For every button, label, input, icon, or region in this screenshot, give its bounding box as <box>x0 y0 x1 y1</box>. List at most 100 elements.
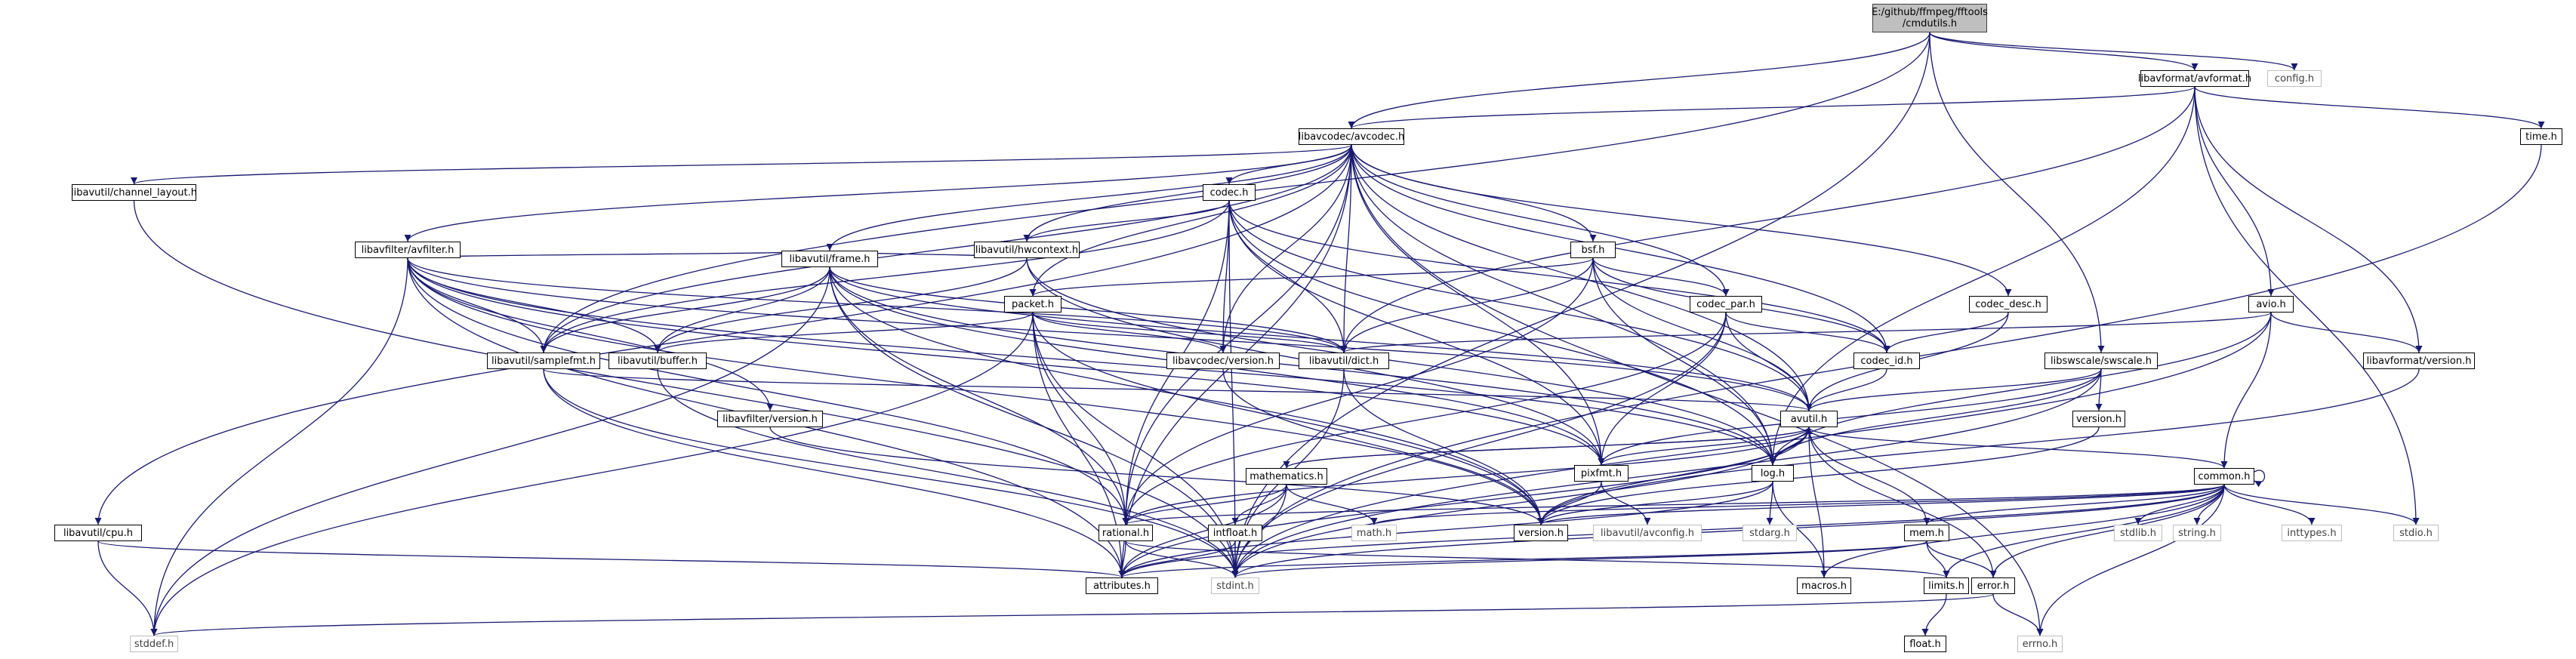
edge-buffer-to-stdint <box>657 368 1239 578</box>
node-intfloat[interactable]: intfloat.h <box>1208 525 1262 541</box>
edge-packet-to-version <box>1032 312 1545 525</box>
node-common[interactable]: common.h <box>2194 468 2254 485</box>
edge-bsf-to-codec-par <box>1592 257 1730 297</box>
node-avconfig: libavutil/avconfig.h <box>1593 525 1702 541</box>
node-codec[interactable]: codec.h <box>1203 184 1256 201</box>
edge-avcodec-to-log <box>1351 144 1776 466</box>
node-avcodec-version[interactable]: libavcodec/version.h <box>1166 353 1280 369</box>
node-swscale[interactable]: libswscale/swscale.h <box>2044 353 2158 369</box>
edge-avutil-to-pixfmt <box>1598 427 1810 466</box>
edge-avfilter-version-to-version <box>769 427 1545 525</box>
node-samplefmt[interactable]: libavutil/samplefmt.h <box>487 353 600 369</box>
node-mathematics[interactable]: mathematics.h <box>1246 468 1327 485</box>
node-rational[interactable]: rational.h <box>1098 525 1153 541</box>
node-avio[interactable]: avio.h <box>2248 296 2294 313</box>
node-avformat-version[interactable]: libavformat/version.h <box>2363 353 2475 369</box>
node-avformat[interactable]: libavformat/avformat.h <box>2138 70 2251 87</box>
edge-pixfmt-to-avconfig <box>1601 481 1651 525</box>
edge-avutil-to-common <box>1808 427 2228 469</box>
node-dict[interactable]: libavutil/dict.h <box>1299 353 1389 369</box>
edge-error-to-errno <box>1992 593 2044 636</box>
node-version[interactable]: version.h <box>1514 525 1568 541</box>
edge-avformat-to-stdio <box>2194 86 2420 525</box>
edge-codec-par-to-pixfmt <box>1598 312 1727 466</box>
edge-avcodec-to-hwcontext <box>1023 144 1352 242</box>
node-time[interactable]: time.h <box>2520 128 2562 145</box>
edge-samplefmt-to-attributes <box>543 368 1126 578</box>
node-error[interactable]: error.h <box>1971 577 2015 594</box>
edge-log-to-version <box>1537 481 1773 525</box>
edge-frame-to-stdint <box>829 266 1239 578</box>
edge-common-to-stdlib <box>2134 484 2225 525</box>
edge-codec-to-stdint <box>1228 200 1239 578</box>
node-hwcontext[interactable]: libavutil/hwcontext.h <box>974 242 1080 258</box>
edge-avio-to-stdint <box>1231 312 2272 578</box>
edge-avio-to-common <box>2220 312 2272 469</box>
node-buffer[interactable]: libavutil/buffer.h <box>609 353 707 369</box>
node-pixfmt[interactable]: pixfmt.h <box>1574 465 1628 482</box>
edge-mem-to-stdint <box>1231 540 1927 578</box>
edge-packet-to-buffer <box>654 312 1034 353</box>
node-macros[interactable]: macros.h <box>1797 577 1851 594</box>
edge-avformat-to-log <box>1769 86 2195 466</box>
edge-avfilter-to-pixfmt <box>407 257 1605 466</box>
edge-mem-to-error <box>1926 540 1997 578</box>
edge-avformat-to-avformat-version <box>2194 86 2423 353</box>
edge-swscale-to-stdint <box>1231 368 2102 578</box>
node-attributes[interactable]: attributes.h <box>1086 577 1158 594</box>
edge-codec-desc-to-codec-id <box>1883 312 2009 353</box>
edge-codec-to-codec-id <box>1228 200 1890 353</box>
node-string: string.h <box>2173 525 2221 541</box>
node-packet[interactable]: packet.h <box>1004 296 1062 313</box>
edge-frame-to-dict <box>829 266 1348 353</box>
edge-cmdutils-to-swscale <box>1929 32 2105 353</box>
edge-cpu-to-attributes <box>97 540 1126 578</box>
edge-codec-to-pixfmt <box>1228 200 1605 466</box>
edge-avfilter-to-log <box>407 257 1776 466</box>
edge-avfilter-to-buffer <box>407 257 661 353</box>
edge-avutil-to-attributes <box>1118 427 1810 578</box>
edge-swscale-to-pixfmt <box>1598 368 2102 466</box>
edge-swscale-to-sws-version <box>2095 368 2103 411</box>
edge-common-to-rational <box>1122 484 2225 525</box>
node-avfilter-version[interactable]: libavfilter/version.h <box>717 411 823 427</box>
node-mem[interactable]: mem.h <box>1904 525 1949 541</box>
edge-common-to-math <box>1370 484 2225 525</box>
node-avfilter[interactable]: libavfilter/avfilter.h <box>355 242 461 258</box>
node-frame[interactable]: libavutil/frame.h <box>781 251 878 267</box>
node-log[interactable]: log.h <box>1752 465 1794 482</box>
edge-avfilter-to-frame <box>407 250 833 259</box>
edge-avformat-to-avio <box>2194 86 2275 297</box>
edge-common-to-errno <box>2036 484 2225 636</box>
edge-avcodec-to-rational <box>1122 144 1352 525</box>
edge-avfilter-to-version <box>407 257 1545 525</box>
edge-packet-to-stddef <box>150 312 1034 636</box>
node-avutil[interactable]: avutil.h <box>1780 411 1838 427</box>
edge-cmdutils-to-avcodec <box>1348 32 1930 129</box>
edge-common-to-common <box>2254 470 2265 488</box>
node-cmdutils[interactable]: E:/github/ffmpeg/fftools /cmdutils.h <box>1872 4 1988 32</box>
edge-avcodec-to-frame <box>826 144 1352 251</box>
edge-avcodec-to-avutil <box>1351 144 1813 411</box>
edge-bsf-to-packet <box>1029 257 1594 297</box>
node-avcodec[interactable]: libavcodec/avcodec.h <box>1299 128 1404 145</box>
edge-avcodec-to-codec-par <box>1351 144 1730 297</box>
node-limits[interactable]: limits.h <box>1924 577 1969 594</box>
node-stdint: stdint.h <box>1211 577 1259 594</box>
node-float[interactable]: float.h <box>1904 636 1946 652</box>
node-bsf[interactable]: bsf.h <box>1570 242 1616 258</box>
edge-avcodec-to-codec-id <box>1351 144 1890 353</box>
edge-codec-to-hwcontext <box>1023 200 1230 242</box>
node-channel-layout[interactable]: libavutil/channel_layout.h <box>71 184 197 201</box>
edge-common-to-stdint <box>1231 484 2225 578</box>
edge-mem-to-limits <box>1926 540 1950 578</box>
node-codec-par[interactable]: codec_par.h <box>1690 296 1762 313</box>
node-sws-version[interactable]: version.h <box>2072 411 2125 427</box>
node-codec-desc[interactable]: codec_desc.h <box>1969 296 2048 313</box>
node-codec-id[interactable]: codec_id.h <box>1853 353 1920 369</box>
edge-dict-to-version <box>1343 368 1545 525</box>
edge-codec-par-to-rational <box>1122 312 1727 525</box>
edge-codec-par-to-avutil <box>1725 312 1813 411</box>
node-cpu[interactable]: libavutil/cpu.h <box>54 525 142 541</box>
